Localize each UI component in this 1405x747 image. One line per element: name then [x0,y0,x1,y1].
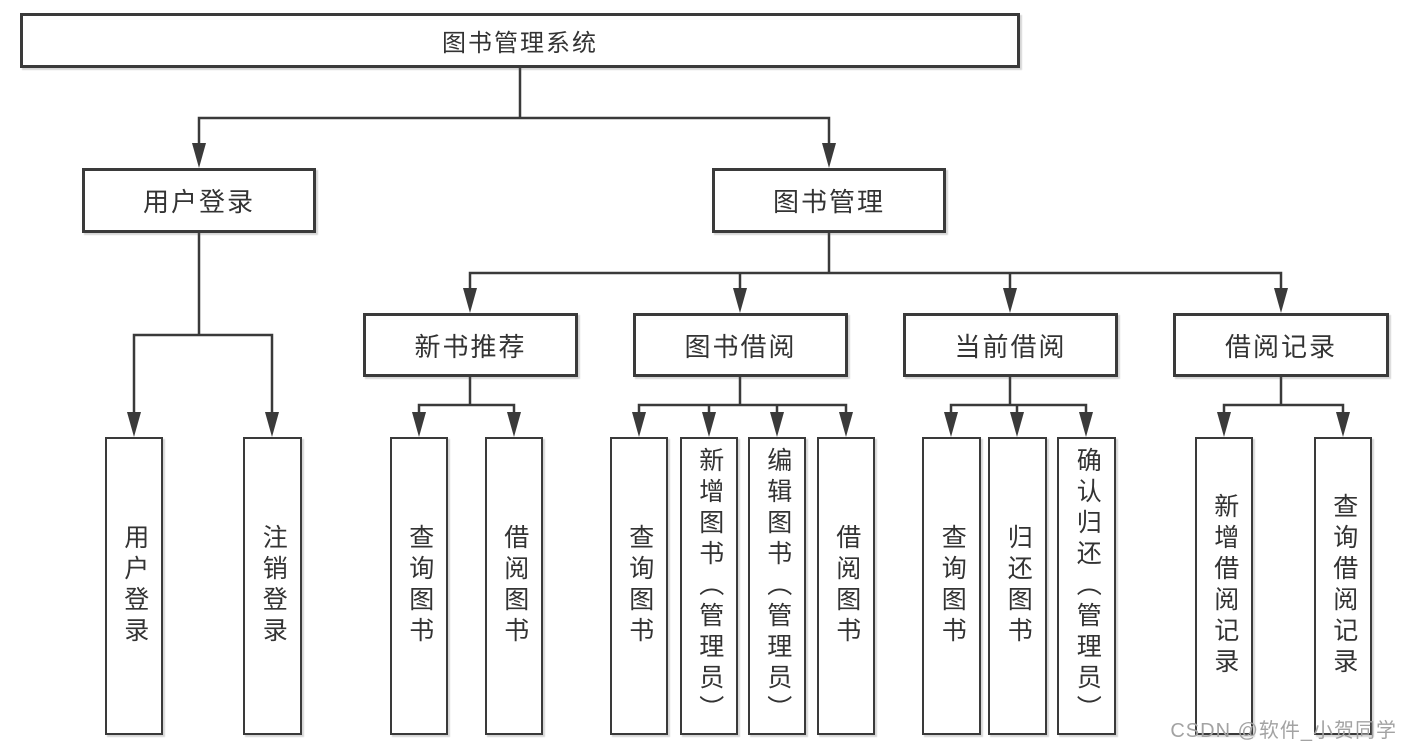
node-book-borrow-label: 图书借阅 [684,331,797,362]
leaf-query-books-borrow-label: 查询图书 [625,524,654,648]
node-root-label: 图书管理系统 [442,30,598,57]
leaf-edit-books-admin-label: 编辑图书（管理员） [763,446,792,726]
leaf-add-books-admin-label: 新增图书（管理员） [695,446,724,726]
connector-new-book-rec-to-leaves [417,377,516,420]
node-new-book-recommend: 新书推荐 [363,313,578,377]
leaf-borrow-books-recommend: 借阅图书 [485,437,543,735]
arrowhead [265,412,279,437]
arrowhead [733,288,747,313]
connector-user-login-to-leaves [132,233,274,420]
arrowhead [702,412,716,437]
leaf-return-books: 归还图书 [988,437,1047,735]
arrowhead [192,143,206,168]
leaf-query-books-recommend-label: 查询图书 [405,524,434,648]
connector-book-borrow-to-leaves [637,377,848,420]
connector-root-to-level2 [197,68,831,150]
node-book-management-label: 图书管理 [772,187,885,217]
leaf-add-books-admin: 新增图书（管理员） [680,437,738,735]
node-root: 图书管理系统 [20,13,1020,68]
leaf-query-books-recommend: 查询图书 [390,437,448,735]
leaf-borrow-books-label: 借阅图书 [832,524,861,648]
leaf-borrow-books: 借阅图书 [817,437,875,735]
leaf-user-login-label: 用户登录 [120,524,149,648]
arrowhead [1003,288,1017,313]
leaf-user-login: 用户登录 [105,437,163,735]
node-new-book-recommend-label: 新书推荐 [414,331,527,362]
node-user-login: 用户登录 [82,168,316,233]
arrowhead [127,412,141,437]
node-book-management: 图书管理 [712,168,946,233]
arrowhead [463,288,477,313]
leaf-confirm-return-admin-label: 确认归还（管理员） [1073,446,1102,726]
arrowhead [770,412,784,437]
arrowhead [507,412,521,437]
leaf-query-borrow-record: 查询借阅记录 [1314,437,1372,735]
leaf-confirm-return-admin: 确认归还（管理员） [1057,437,1116,735]
connector-borrow-records-to-leaves [1222,377,1345,420]
node-current-borrow: 当前借阅 [903,313,1118,377]
leaf-add-borrow-record: 新增借阅记录 [1195,437,1253,735]
arrowhead [1079,412,1093,437]
leaf-logout: 注销登录 [243,437,302,735]
arrowheads [127,143,1350,437]
arrowhead [822,143,836,168]
arrowhead [1010,412,1024,437]
leaf-logout-label: 注销登录 [259,524,288,648]
node-book-borrow: 图书借阅 [633,313,848,377]
leaf-query-books-current: 查询图书 [922,437,981,735]
node-borrow-records-label: 借阅记录 [1224,331,1337,362]
connector-book-mgmt-to-level3 [468,233,1283,295]
arrowhead [1217,412,1231,437]
node-borrow-records: 借阅记录 [1173,313,1389,377]
arrowhead [944,412,958,437]
leaf-query-borrow-record-label: 查询借阅记录 [1329,493,1358,679]
arrowhead [839,412,853,437]
arrowhead [412,412,426,437]
connector-lines [132,68,1345,420]
leaf-add-borrow-record-label: 新增借阅记录 [1210,493,1239,679]
arrowhead [1274,288,1288,313]
leaf-query-books-current-label: 查询图书 [938,524,967,648]
node-user-login-label: 用户登录 [142,187,255,217]
leaf-query-books-borrow: 查询图书 [610,437,668,735]
arrowhead [1336,412,1350,437]
arrowhead [632,412,646,437]
leaf-borrow-books-recommend-label: 借阅图书 [500,524,529,648]
csdn-watermark: CSDN @软件_小贺同学 [1170,720,1397,742]
leaf-return-books-label: 归还图书 [1004,524,1033,648]
leaf-edit-books-admin: 编辑图书（管理员） [748,437,806,735]
node-current-borrow-label: 当前借阅 [954,331,1067,362]
